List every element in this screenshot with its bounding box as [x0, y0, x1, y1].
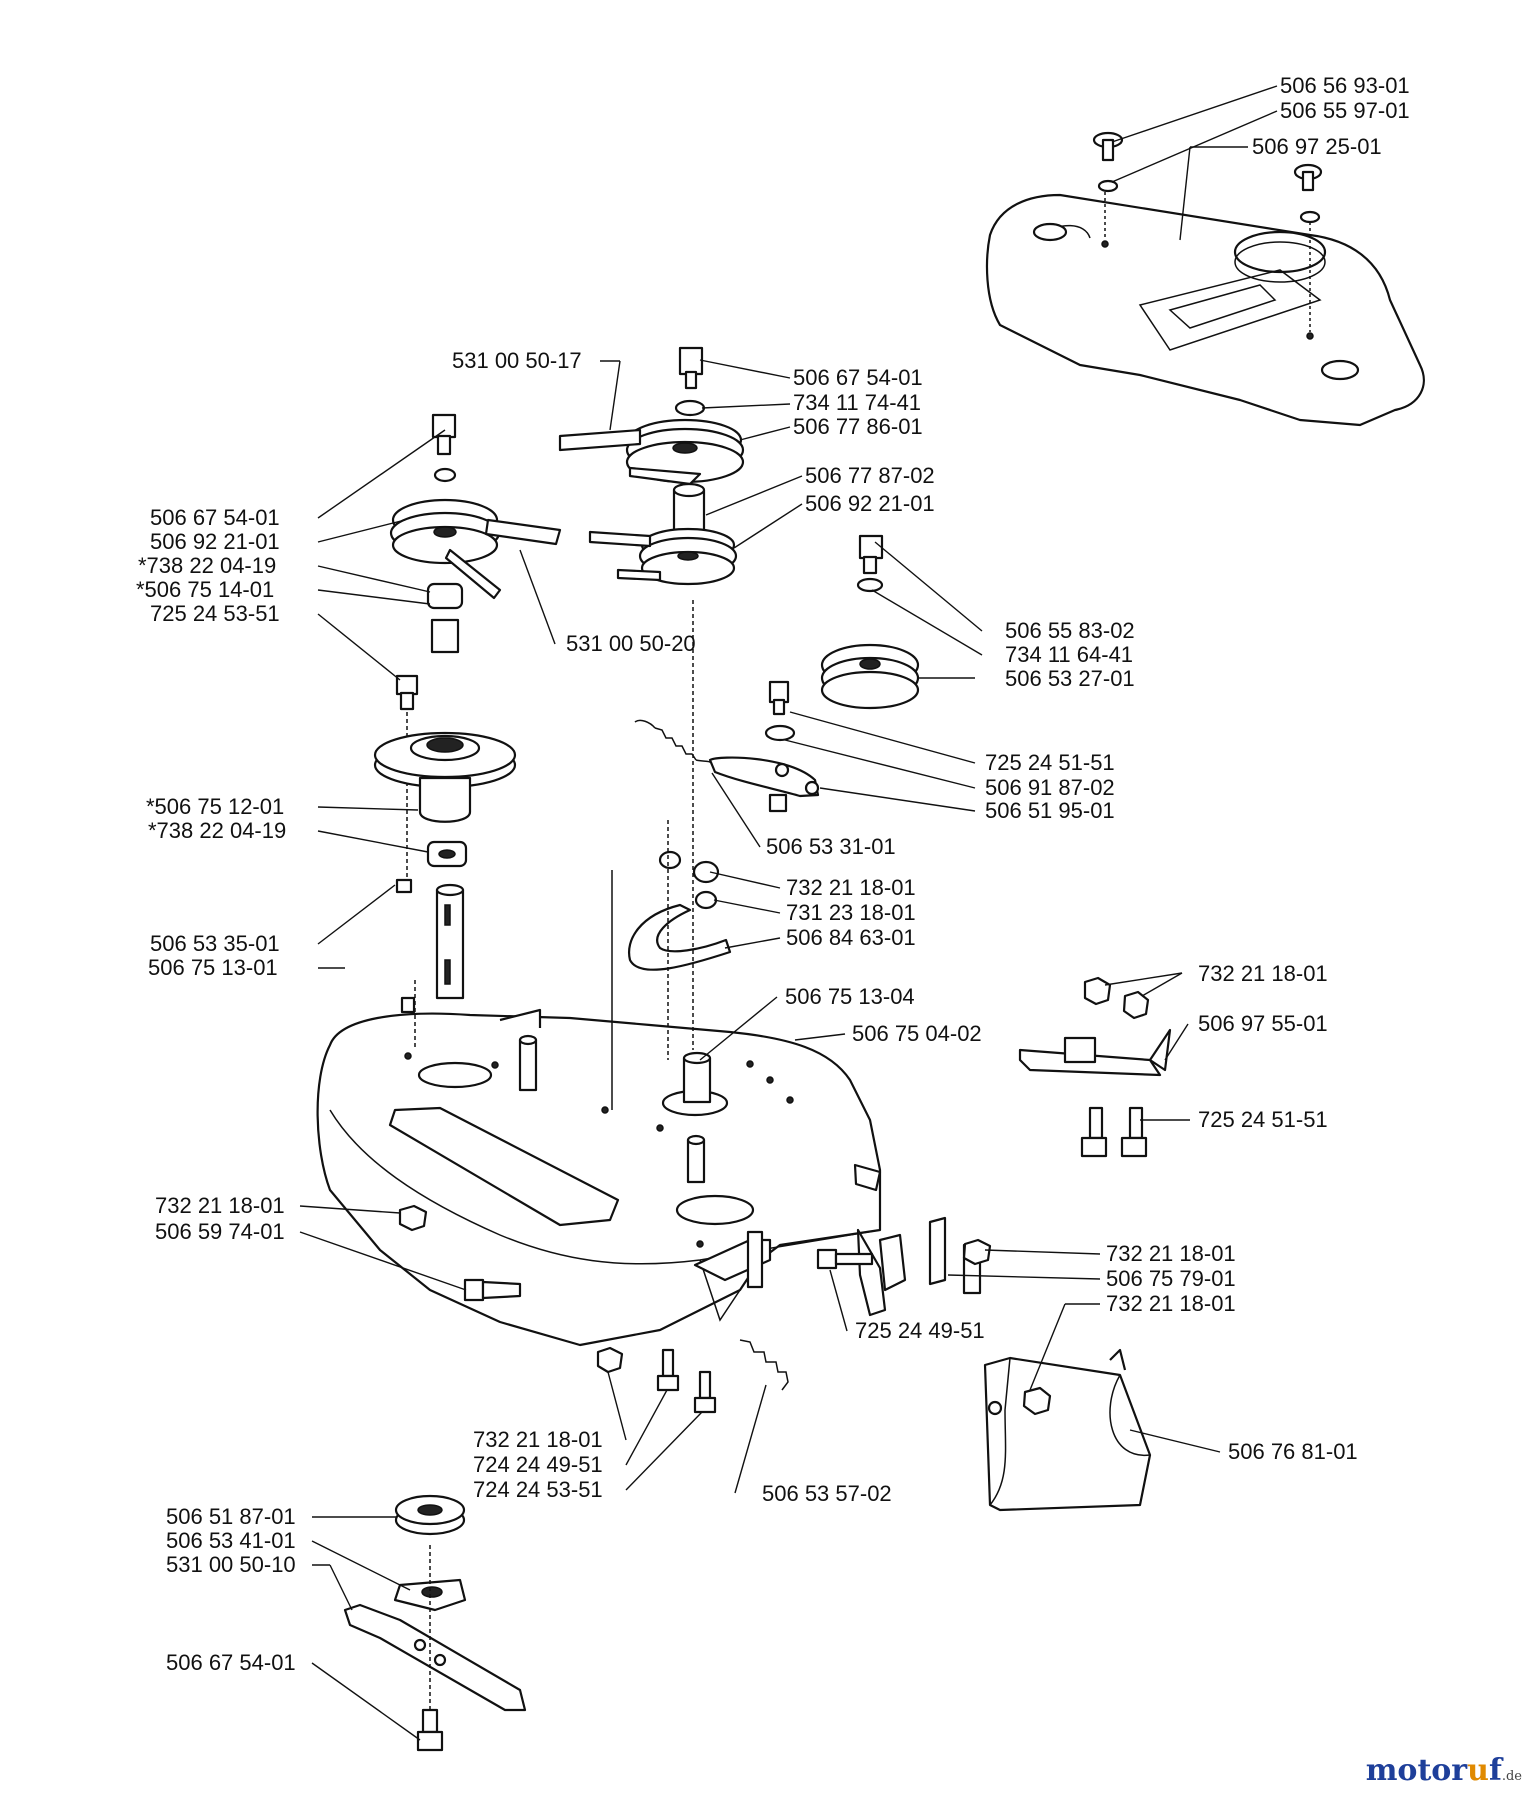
- bearing: [426, 582, 464, 610]
- part-label-pulley: 506 92 21-01: [805, 491, 935, 516]
- part-label-belt-17: 531 00 50-17: [452, 348, 582, 373]
- part-label-deck-screw: 506 59 74-01: [155, 1219, 285, 1244]
- part-label-drive-pulley: 506 53 27-01: [1005, 666, 1135, 691]
- part-label-cover-screw: 506 56 93-01: [1280, 73, 1410, 98]
- side-bracket: [878, 1216, 992, 1295]
- leader-lines: [299, 85, 1278, 1741]
- bearing: [426, 840, 468, 868]
- part-label-arm: 506 91 87-02: [985, 775, 1115, 800]
- part-label-bracket-bolt: 725 24 51-51: [1198, 1107, 1328, 1132]
- mounting-bracket: [1018, 976, 1172, 1158]
- bolt-head: [858, 534, 884, 560]
- part-label-carriage-bolt: 725 24 49-51: [855, 1318, 985, 1343]
- part-label-housing: *506 75 12-01: [146, 794, 285, 819]
- nut-deck-left: [398, 1204, 428, 1232]
- part-label-adapter-plate: 506 53 41-01: [166, 1528, 296, 1553]
- mower-deck: [316, 600, 882, 1347]
- motoruf-logo: motoruf.de: [1365, 1753, 1522, 1788]
- part-label-bracket: 506 97 55-01: [1198, 1011, 1328, 1036]
- part-label-bolt-hex: 725 24 53-51: [150, 601, 280, 626]
- bearing-housing: [373, 731, 517, 823]
- part-label-nut-2: 731 23 18-01: [786, 900, 916, 925]
- part-label-drive-washer: 734 11 64-41: [1005, 642, 1134, 667]
- belt: [558, 428, 642, 452]
- part-label-bottom-bolt-1: 724 24 49-51: [473, 1452, 603, 1477]
- part-label-bolt: 506 67 54-01: [793, 365, 923, 390]
- part-label-cover-washer: 506 55 97-01: [1280, 98, 1410, 123]
- part-label-spacer-left: *506 75 14-01: [136, 577, 275, 602]
- part-label-arm-nut: 506 51 95-01: [985, 798, 1115, 823]
- bottom-fasteners: [596, 1346, 717, 1414]
- deck-post: [686, 1138, 706, 1184]
- discharge-hinge: [693, 1228, 887, 1317]
- spacer-sleeve: [430, 618, 460, 654]
- part-label-adapter: 506 51 87-01: [166, 1504, 296, 1529]
- part-label-bottom-nut: 732 21 18-01: [473, 1427, 603, 1452]
- screw-deck-left: [463, 1278, 522, 1302]
- part-label-side-bracket: 506 75 79-01: [1106, 1266, 1236, 1291]
- cover-boss: [1320, 359, 1360, 381]
- part-label-bracket-nut: 732 21 18-01: [1198, 961, 1328, 986]
- cover-screw: [1293, 163, 1323, 332]
- part-label-bottom-bolt-2: 724 24 53-51: [473, 1477, 603, 1502]
- deck-spindle-hole: [417, 1061, 493, 1089]
- part-label-drive-bolt: 506 55 83-02: [1005, 618, 1135, 643]
- part-label-deck-spring: 506 53 57-02: [762, 1481, 892, 1506]
- part-label-washer: 734 11 74-41: [793, 390, 922, 415]
- cover-boss: [1032, 222, 1068, 242]
- part-label-spacer: 506 77 87-02: [805, 463, 935, 488]
- blade-adapter-assembly: [393, 1494, 467, 1612]
- part-label-blade-bolt: 506 67 54-01: [166, 1650, 296, 1675]
- part-label-chute: 506 76 81-01: [1228, 1439, 1358, 1464]
- tensioner-arm: [708, 680, 820, 813]
- part-label-keys: 506 53 35-01: [150, 931, 280, 956]
- drive-pulley: [820, 534, 920, 710]
- spacer-sleeve: [672, 482, 706, 534]
- spindle-shaft: [435, 883, 465, 1000]
- part-label-arm-bolt: 725 24 51-51: [985, 750, 1115, 775]
- keys: [395, 878, 416, 1014]
- carriage-bolt: [816, 1248, 874, 1270]
- part-label-center-shaft: 506 75 13-04: [785, 984, 915, 1009]
- bolt-head: [431, 413, 457, 439]
- cover-pulley-opening: [1233, 230, 1327, 274]
- part-label-spindle: 506 75 13-01: [148, 955, 278, 980]
- part-label-idler-pulley: 506 77 86-01: [793, 414, 923, 439]
- part-label-spring: 506 53 31-01: [766, 834, 896, 859]
- part-label-chute-nut: 732 21 18-01: [1106, 1291, 1236, 1316]
- stop-plate: [628, 850, 732, 971]
- part-label-deck-nut: 732 21 18-01: [155, 1193, 285, 1218]
- lower-idler-pulley: [588, 527, 738, 586]
- bolt-head: [678, 346, 704, 376]
- part-label-pulley-left: 506 92 21-01: [150, 529, 280, 554]
- part-label-stop-plate: 506 84 63-01: [786, 925, 916, 950]
- blade-bolt: [416, 1545, 444, 1752]
- upper-idler-pulley: [558, 346, 745, 486]
- part-label-bearing-lower: *738 22 04-19: [148, 818, 287, 843]
- part-label-belt-cover: 506 97 25-01: [1252, 134, 1382, 159]
- blade: [343, 1603, 527, 1712]
- deck-spring: [739, 1339, 789, 1391]
- part-label-belt-20: 531 00 50-20: [566, 631, 696, 656]
- center-shaft: [682, 1056, 712, 1104]
- deck-spindle-hole: [675, 1194, 755, 1226]
- part-label-deck: 506 75 04-02: [852, 1021, 982, 1046]
- deck-post: [518, 1038, 538, 1092]
- part-label-nut-1: 732 21 18-01: [786, 875, 916, 900]
- belt-cover-plate: [985, 193, 1425, 427]
- discharge-chute: [983, 1348, 1152, 1512]
- cover-screw: [1092, 131, 1124, 240]
- part-label-bolt-left: 506 67 54-01: [150, 505, 280, 530]
- deck-rail: [388, 1106, 620, 1227]
- part-label-side-nut: 732 21 18-01: [1106, 1241, 1236, 1266]
- part-label-blade: 531 00 50-10: [166, 1552, 296, 1577]
- part-label-bearing: *738 22 04-19: [138, 553, 277, 578]
- left-pulley-assembly: [389, 413, 562, 654]
- belt: [484, 518, 562, 546]
- tension-spring: [634, 719, 713, 765]
